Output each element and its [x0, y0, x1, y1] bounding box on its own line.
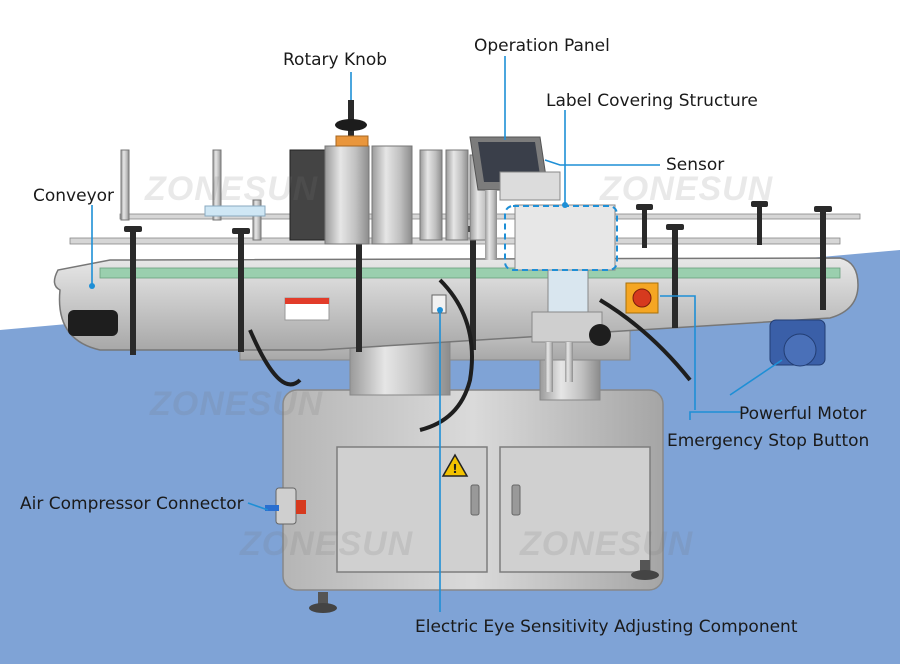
air-connector-knob — [296, 500, 306, 514]
cylinder-rod — [545, 342, 553, 392]
label-emergency-stop: Emergency Stop Button — [667, 431, 870, 451]
panel-post — [485, 190, 497, 260]
label-air-compressor: Air Compressor Connector — [20, 494, 244, 514]
rotary-knob — [335, 119, 367, 131]
label-roll — [324, 145, 370, 245]
rod — [252, 199, 262, 241]
label-rotary-knob: Rotary Knob — [283, 50, 388, 70]
cable — [248, 329, 302, 387]
rotary-knob-flange — [335, 135, 369, 147]
label-covering-structure: Label Covering Structure — [546, 91, 758, 111]
motor-end — [783, 333, 817, 367]
label-operation-panel: Operation Panel — [474, 36, 610, 56]
foot — [318, 592, 328, 606]
pedestal-column — [349, 339, 451, 396]
label-tower — [289, 149, 331, 241]
cable — [419, 278, 474, 432]
watermark: ZONESUN — [145, 170, 319, 208]
rod — [212, 149, 222, 221]
label-tray — [204, 205, 266, 217]
air-connector-fitting — [265, 505, 279, 511]
conveyor-end-plate — [68, 310, 118, 336]
svg-text:!: ! — [452, 462, 457, 476]
emergency-stop-button — [632, 288, 652, 308]
foot-pad — [631, 570, 659, 580]
watermark: ZONESUN — [520, 525, 694, 563]
label-head — [514, 204, 616, 271]
watermark: ZONESUN — [150, 385, 324, 423]
door-handle-left — [470, 484, 480, 516]
foot — [640, 560, 650, 574]
label-roll — [371, 145, 413, 245]
cable — [598, 298, 692, 382]
rail-posts — [124, 201, 832, 355]
cylinder — [547, 269, 589, 316]
label-head — [499, 171, 561, 201]
label-roll — [445, 149, 469, 241]
leader-lines — [91, 56, 783, 612]
watermark: ZONESUN — [600, 170, 774, 208]
label-powerful-motor: Powerful Motor — [739, 404, 867, 424]
label-electric-eye: Electric Eye Sensitivity Adjusting Compo… — [415, 617, 798, 637]
highlight-box — [504, 205, 618, 271]
rod — [120, 149, 130, 221]
label-sensor: Sensor — [666, 155, 725, 175]
warning-triangle — [441, 453, 469, 477]
cylinder-rod — [565, 342, 573, 382]
door-handle-right — [511, 484, 521, 516]
label-roll — [419, 149, 443, 241]
cabinet-door-right — [499, 446, 651, 573]
watermark: ZONESUN — [240, 525, 414, 563]
foot-pad — [309, 603, 337, 613]
adjust-wheel — [589, 324, 611, 346]
label-conveyor: Conveyor — [33, 186, 115, 206]
